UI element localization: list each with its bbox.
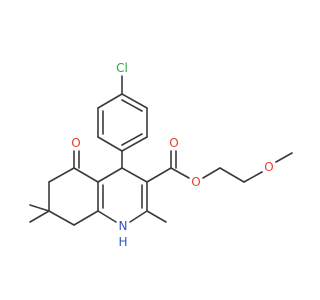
bond	[97, 167, 123, 183]
bond	[73, 167, 99, 183]
bond	[219, 167, 245, 183]
bond	[275, 152, 293, 163]
bond	[121, 136, 148, 152]
bond	[121, 167, 148, 183]
bond	[97, 136, 123, 152]
chemical-structure-diagram: Cl O O O O N H	[29, 61, 293, 249]
bond-methyl	[29, 210, 50, 223]
double-bond-inner	[121, 99, 143, 112]
bond	[243, 171, 263, 183]
ring-hydrogen-label: H	[118, 235, 127, 249]
bond	[48, 210, 75, 226]
bond	[48, 167, 75, 183]
dihydropyridine-ring	[97, 167, 148, 223]
bond	[97, 93, 123, 109]
ester-chain	[146, 150, 293, 183]
bond	[121, 93, 148, 109]
bond	[97, 210, 117, 223]
ring-nitrogen-label: N	[119, 219, 128, 233]
bond-c2-methyl	[146, 210, 167, 223]
bond	[129, 210, 148, 223]
chlorophenyl-ring	[97, 75, 148, 152]
cyclohexenone-ring	[29, 150, 99, 226]
chlorine-label: Cl	[116, 61, 128, 75]
bond	[202, 167, 221, 179]
bond	[146, 167, 172, 183]
carbonyl-oxygen-label: O	[169, 136, 178, 150]
ether-oxygen-label: O	[264, 160, 273, 174]
bond-methyl	[29, 204, 50, 212]
double-bond-inner	[121, 133, 143, 146]
bond	[73, 210, 99, 226]
bond	[170, 167, 190, 179]
ester-oxygen-label: O	[191, 175, 200, 189]
ketone-oxygen-label: O	[71, 136, 80, 150]
